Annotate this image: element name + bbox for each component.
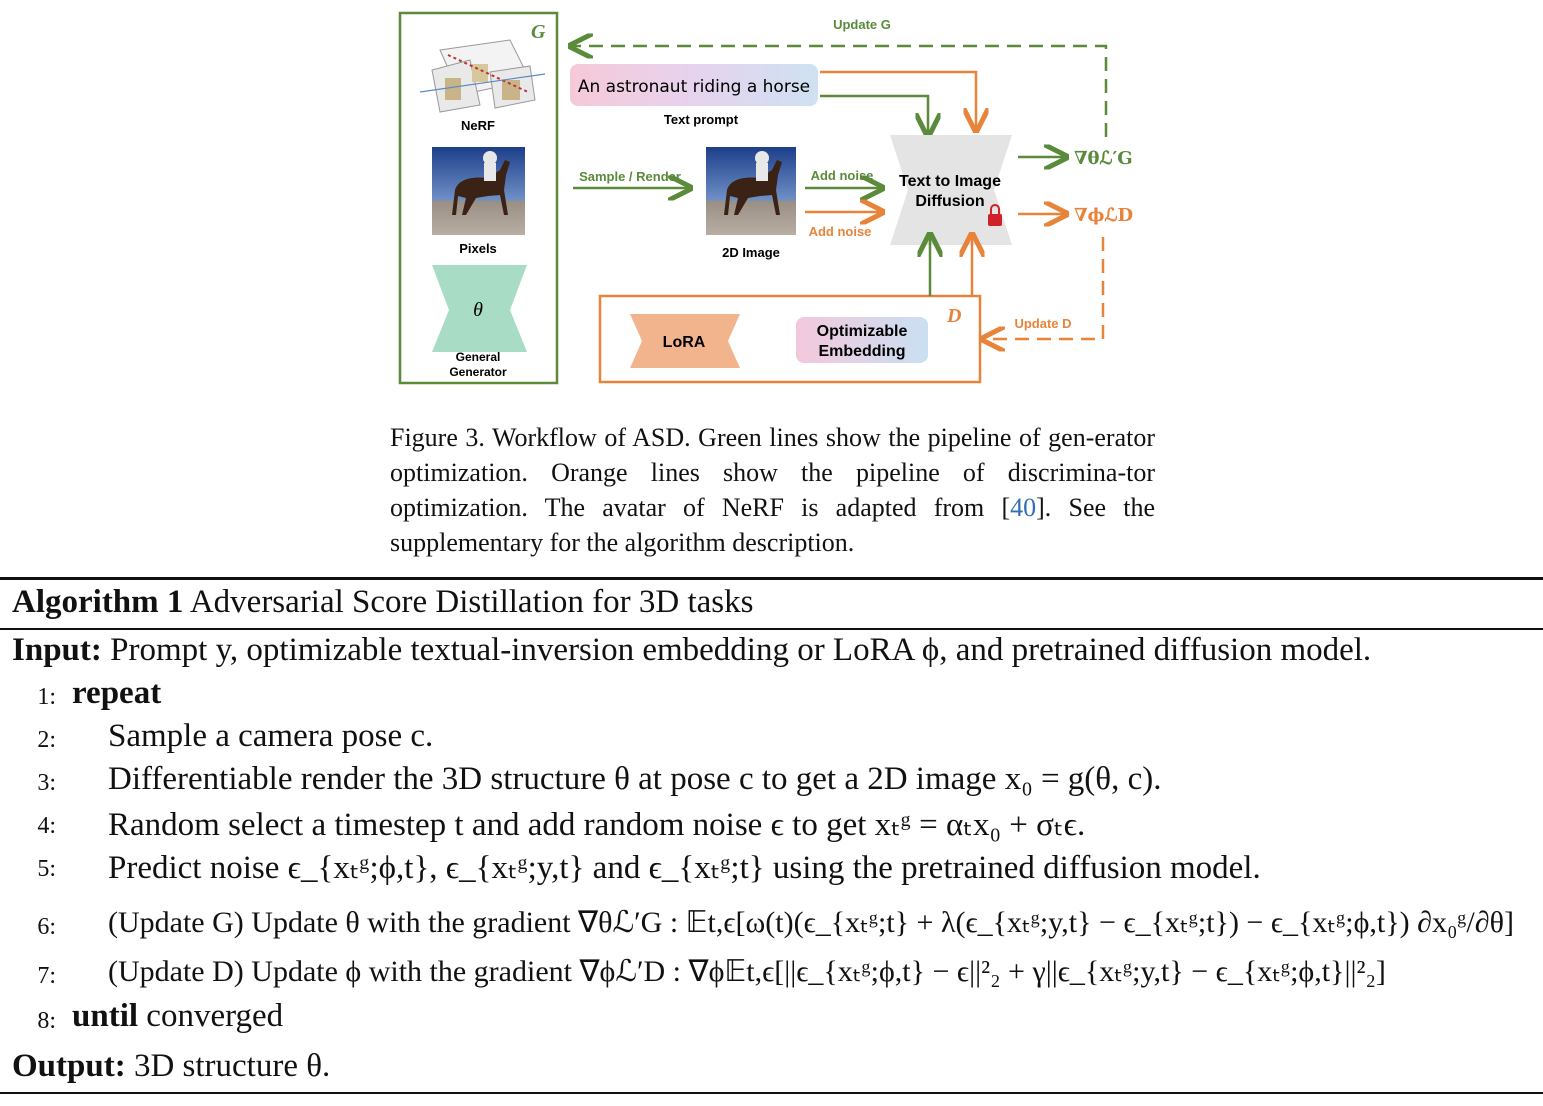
step-5: Predict noise ϵ_{xₜᵍ;ϕ,t}, ϵ_{xₜᵍ;y,t} a… bbox=[108, 850, 1261, 886]
general-generator-shape bbox=[432, 265, 527, 352]
algorithm-top-rule bbox=[0, 577, 1543, 580]
pixels-image bbox=[432, 147, 525, 235]
step-7: (Update D) Update ϕ with the gradient ∇ϕ… bbox=[108, 955, 1386, 988]
text-prompt-box bbox=[570, 64, 818, 106]
step-4: Random select a timestep t and add rando… bbox=[108, 807, 1086, 843]
prompt-to-diffusion-orange bbox=[820, 70, 976, 128]
diffusion-model-shape bbox=[890, 135, 1012, 245]
step-number-7: 7: bbox=[37, 963, 56, 989]
lock-icon bbox=[988, 204, 1002, 226]
grad-d-label: ∇ϕℒD bbox=[1074, 205, 1133, 226]
add-noise-green-label: Add noise bbox=[811, 168, 874, 183]
embedding-label-1: Optimizable bbox=[817, 323, 908, 340]
text-prompt-value: An astronaut riding a horse bbox=[578, 77, 810, 97]
update-d-label: Update D bbox=[1014, 316, 1071, 331]
input-label: Input: bbox=[12, 632, 102, 668]
embedding-label-2: Embedding bbox=[818, 343, 905, 360]
algorithm-title-text: Adversarial Score Distillation for 3D ta… bbox=[189, 584, 754, 620]
step-number-3: 3: bbox=[37, 770, 56, 796]
output-text: 3D structure θ. bbox=[133, 1048, 331, 1084]
add-noise-orange-label: Add noise bbox=[809, 224, 872, 239]
step-number-4: 4: bbox=[37, 813, 56, 839]
output-label: Output: bbox=[12, 1048, 126, 1084]
2d-image bbox=[706, 147, 796, 235]
step-3: Differentiable render the 3D structure θ… bbox=[108, 761, 1162, 797]
general-generator-label-2: Generator bbox=[449, 365, 507, 379]
general-generator-label-1: General bbox=[456, 350, 501, 364]
step-1: repeat bbox=[72, 675, 162, 711]
step-6: (Update G) Update θ with the gradient ∇θ… bbox=[108, 906, 1514, 939]
update-g-label: Update G bbox=[833, 17, 891, 32]
prompt-to-diffusion-green bbox=[820, 94, 928, 133]
2d-image-label: 2D Image bbox=[722, 245, 780, 260]
caption-citation-link[interactable]: 40 bbox=[1010, 493, 1037, 522]
nerf-illustration bbox=[419, 39, 546, 113]
caption-text: Figure 3. Workflow of ASD. Green lines s… bbox=[390, 423, 1155, 522]
text-prompt-caption: Text prompt bbox=[664, 112, 739, 127]
algorithm-output: Output: 3D structure θ. bbox=[12, 1048, 330, 1085]
algorithm-title-number: Algorithm 1 bbox=[12, 584, 184, 620]
grad-g-label: ∇θℒ′G bbox=[1074, 148, 1133, 169]
sample-render-label: Sample / Render bbox=[579, 169, 681, 184]
generator-box bbox=[398, 11, 559, 385]
step-number-1: 1: bbox=[37, 684, 56, 710]
caption-text-end: ]. See the supplementary for the algorit… bbox=[390, 493, 1155, 557]
algorithm-input: Input: Prompt y, optimizable textual-inv… bbox=[12, 632, 1371, 669]
figure-caption: Figure 3. Workflow of ASD. Green lines s… bbox=[390, 420, 1155, 560]
discriminator-box-label: D bbox=[946, 305, 961, 327]
embedding-box bbox=[796, 317, 928, 363]
update-g-arrow bbox=[573, 46, 1108, 137]
step-2: Sample a camera pose c. bbox=[108, 718, 434, 754]
lora-shape bbox=[630, 314, 740, 368]
workflow-figure: G NeRF Pixels θ General Generator Update… bbox=[398, 11, 1133, 385]
discriminator-box bbox=[598, 294, 982, 384]
diffusion-label-1: Text to Image bbox=[899, 173, 1001, 190]
step-8: until converged bbox=[72, 998, 284, 1034]
step-number-8: 8: bbox=[37, 1008, 56, 1034]
generator-box-label: G bbox=[531, 21, 546, 43]
pixels-label: Pixels bbox=[459, 241, 497, 256]
input-text: Prompt y, optimizable textual-inversion … bbox=[110, 632, 1372, 668]
step-number-5: 5: bbox=[37, 856, 56, 882]
generator-theta: θ bbox=[473, 299, 483, 321]
lora-label: LoRA bbox=[663, 334, 706, 351]
algorithm-bottom-rule bbox=[0, 1092, 1543, 1094]
step-number-2: 2: bbox=[37, 727, 56, 753]
algorithm-title-rule bbox=[0, 628, 1543, 630]
step-number-6: 6: bbox=[37, 914, 56, 940]
diffusion-label-2: Diffusion bbox=[915, 193, 984, 210]
algorithm-title: Algorithm 1 Adversarial Score Distillati… bbox=[12, 584, 753, 621]
update-d-arrow bbox=[985, 237, 1105, 339]
nerf-label: NeRF bbox=[461, 118, 495, 133]
